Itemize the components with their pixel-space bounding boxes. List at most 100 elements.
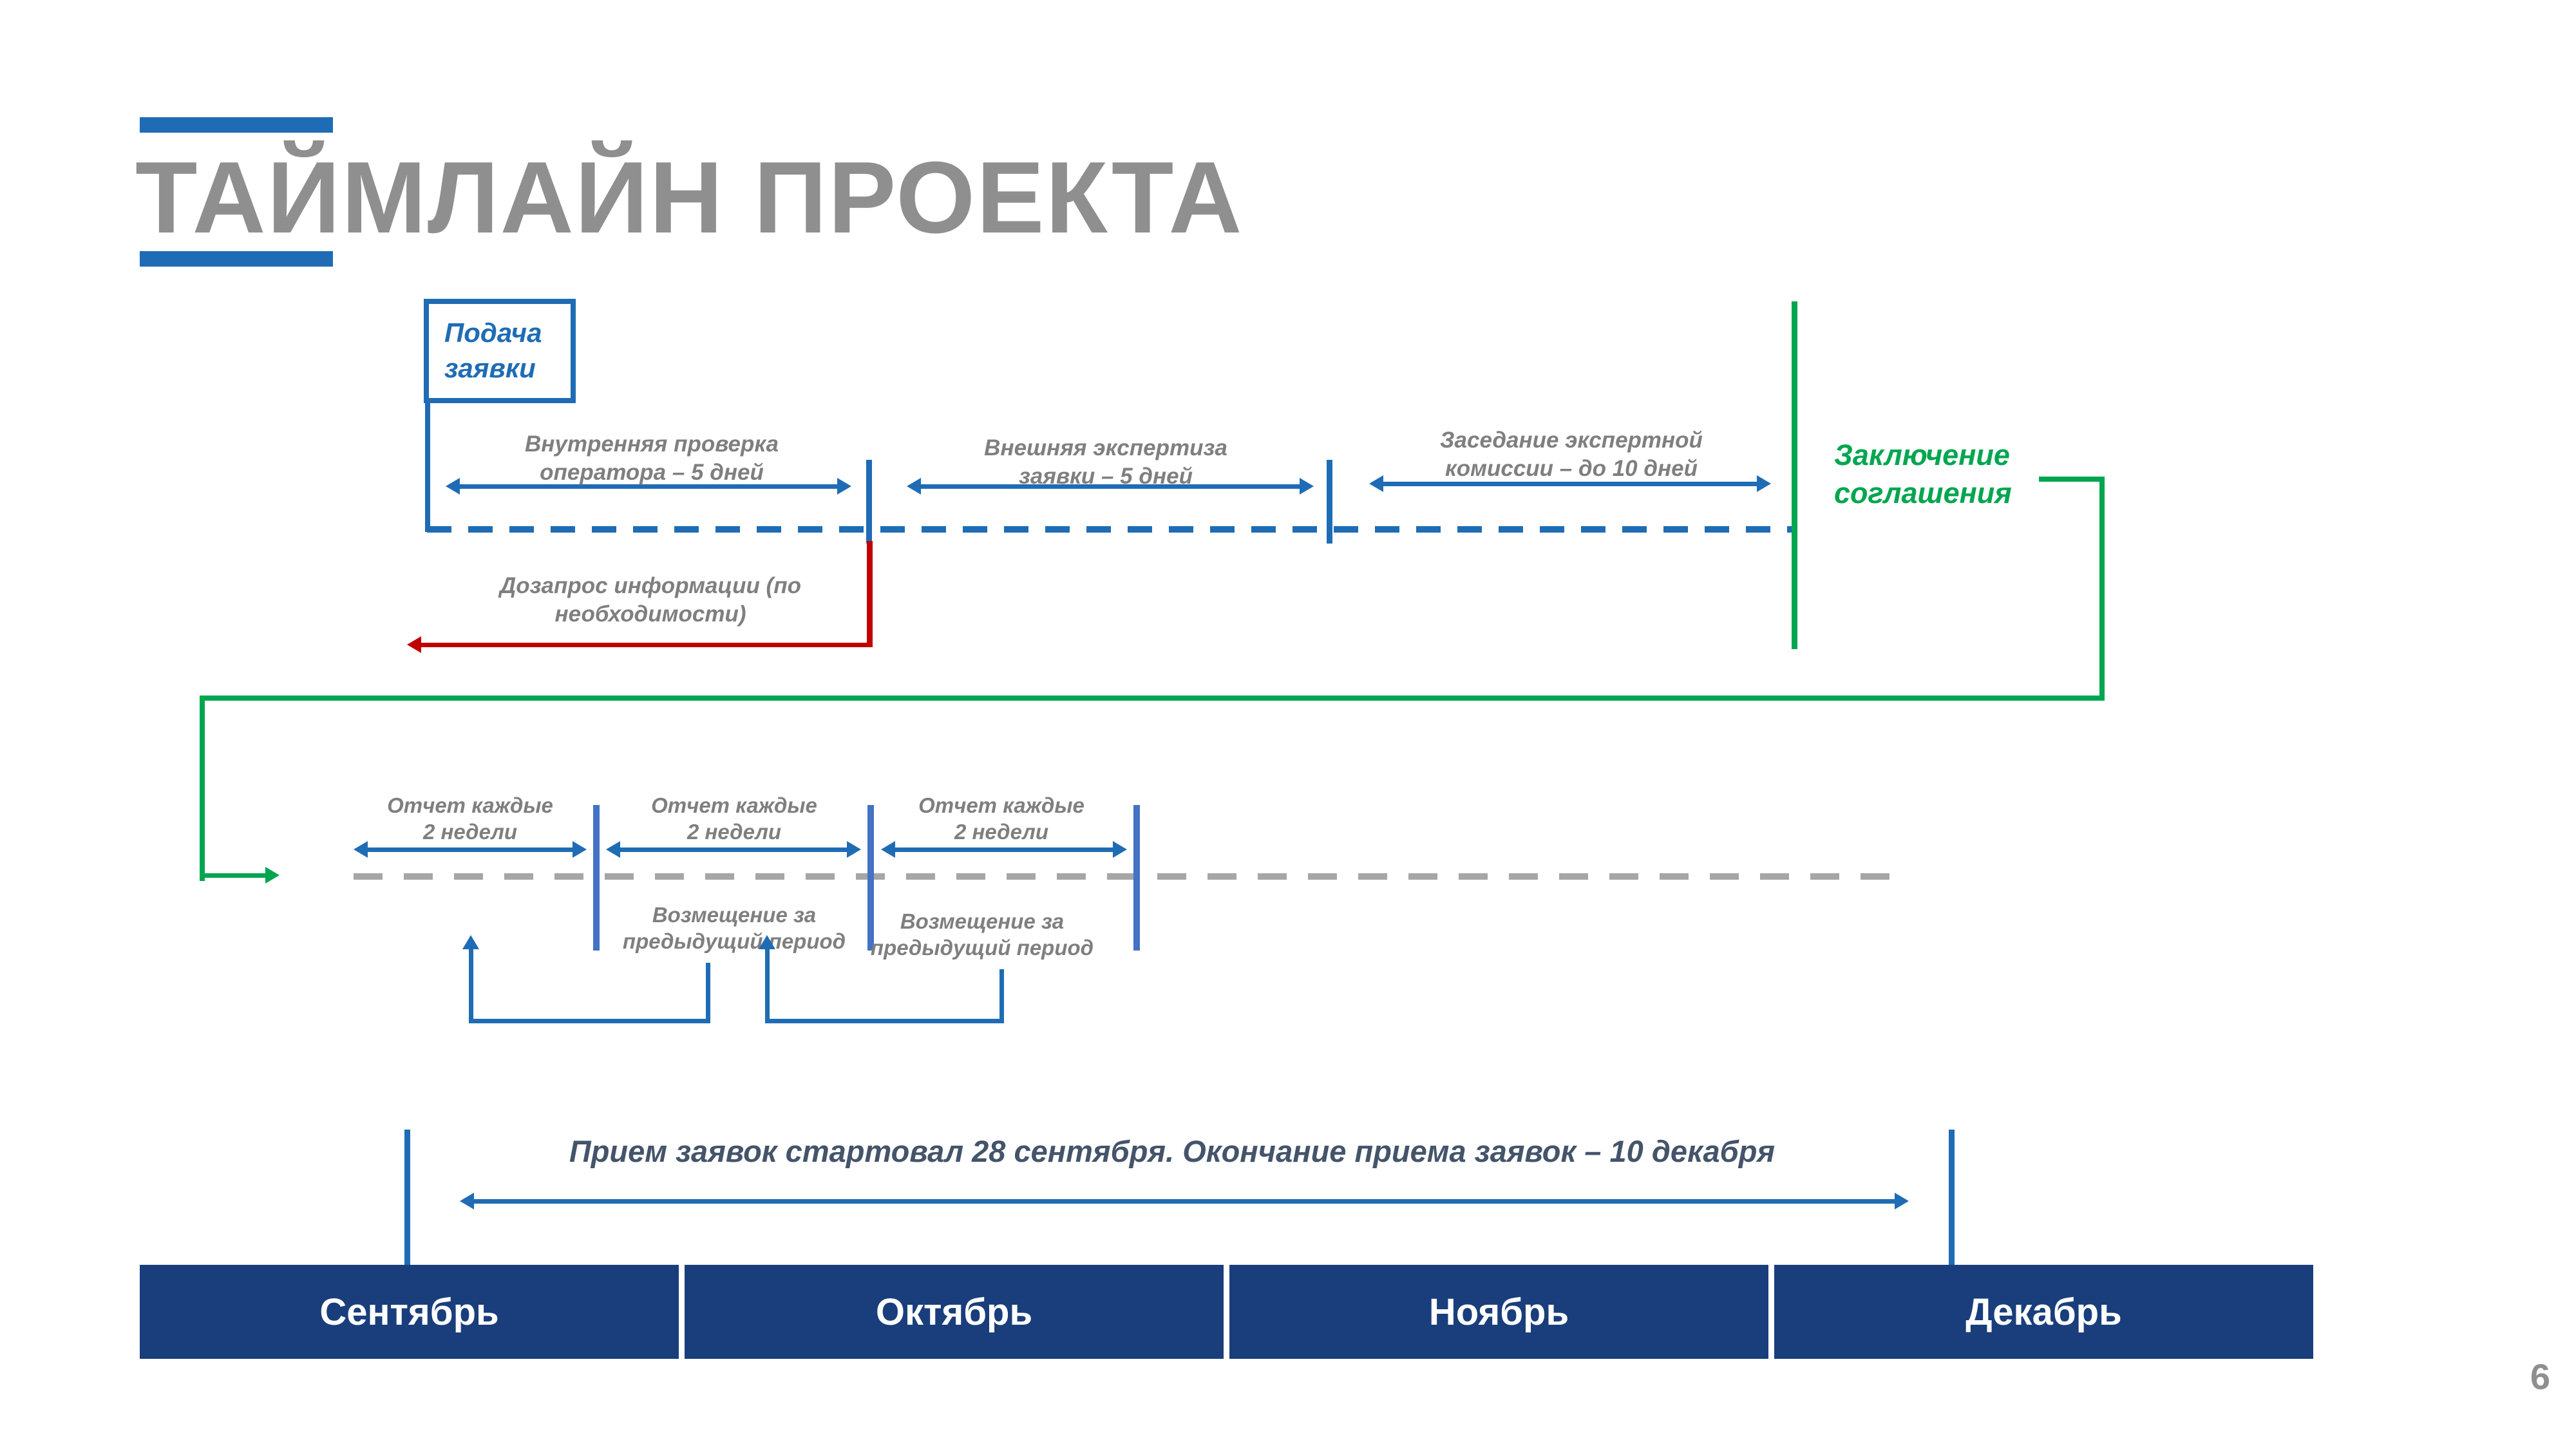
arrow-shaft bbox=[764, 949, 770, 1023]
label-line: Дозапрос информации (по bbox=[500, 573, 801, 598]
info-request-connector-line bbox=[867, 541, 873, 647]
arrow-shaft bbox=[421, 642, 873, 647]
reporting-timeline-dashed-line bbox=[354, 873, 1907, 880]
bracket1-right-line bbox=[706, 963, 710, 1023]
arrow-shaft bbox=[620, 847, 847, 852]
reimbursement-back-arrow-1 bbox=[462, 935, 480, 1023]
report-label-2: Отчет каждые 2 недели bbox=[602, 792, 866, 846]
reimbursement-label-2: Возмещение за предыдущий период bbox=[828, 908, 1137, 961]
application-box-line2: заявки bbox=[444, 353, 536, 383]
external-review-duration-arrow bbox=[907, 478, 1314, 495]
reimbursement-label-1: Возмещение за предыдущий период bbox=[580, 902, 889, 955]
arrowhead-right-icon bbox=[1895, 1193, 1909, 1209]
arrow-shaft bbox=[895, 847, 1113, 852]
label-line: Заключение bbox=[1834, 439, 2010, 471]
label-line: оператора – 5 дней bbox=[540, 459, 764, 485]
arrowhead-right-icon bbox=[837, 478, 851, 495]
report-interval-arrow-1 bbox=[354, 841, 587, 858]
page-number: 6 bbox=[2530, 1356, 2550, 1397]
agreement-route-entry-arrow bbox=[201, 867, 279, 884]
external-review-label: Внешняя экспертиза заявки – 5 дней bbox=[909, 434, 1302, 491]
info-request-return-arrow bbox=[407, 636, 873, 653]
label-line: Внешняя экспертиза bbox=[984, 435, 1227, 460]
arrowhead-left-icon bbox=[606, 841, 620, 858]
month-november: Ноябрь bbox=[1229, 1265, 1768, 1359]
month-december: Декабрь bbox=[1774, 1265, 2313, 1359]
application-submission-box: Подача заявки bbox=[424, 299, 576, 403]
commission-label: Заседание экспертной комиссии – до 10 дн… bbox=[1365, 426, 1777, 483]
arrowhead-left-icon bbox=[446, 478, 460, 495]
report-interval-arrow-3 bbox=[881, 841, 1127, 858]
label-line: необходимости) bbox=[554, 601, 746, 627]
arrowhead-right-icon bbox=[1757, 475, 1771, 492]
month-bar: Сентябрь Октябрь Ноябрь Декабрь bbox=[140, 1265, 2313, 1359]
arrowhead-left-icon bbox=[1369, 475, 1383, 492]
arrow-shaft bbox=[921, 484, 1300, 489]
application-box-connector-line bbox=[425, 402, 430, 532]
internal-check-label: Внутренняя проверка оператора – 5 дней bbox=[455, 430, 848, 487]
arrow-shaft bbox=[460, 484, 837, 489]
report-label-1: Отчет каждые 2 недели bbox=[338, 792, 602, 846]
timeline-tick-2 bbox=[1327, 460, 1332, 544]
arrowhead-right-icon bbox=[573, 841, 587, 858]
label-line: предыдущий период bbox=[870, 936, 1094, 960]
bracket2-right-line bbox=[999, 969, 1004, 1023]
agreement-route-segment-1 bbox=[2039, 477, 2105, 482]
arrow-shaft bbox=[368, 847, 573, 852]
application-box-line1: Подача bbox=[444, 317, 542, 348]
agreement-label: Заключение соглашения bbox=[1834, 437, 2105, 512]
title-accent-bar-bottom bbox=[140, 251, 333, 267]
label-line: предыдущий период bbox=[622, 929, 846, 954]
page-title: ТАЙМЛАЙН ПРОЕКТА bbox=[135, 141, 1244, 254]
arrowhead-left-icon bbox=[407, 636, 421, 653]
label-line: Возмещение за bbox=[652, 903, 817, 927]
label-line: Внутренняя проверка bbox=[525, 431, 779, 457]
application-period-text: Прием заявок стартовал 28 сентября. Окон… bbox=[569, 1134, 1776, 1168]
label-line: 2 недели bbox=[954, 820, 1049, 844]
commission-duration-arrow bbox=[1369, 475, 1771, 492]
month-september: Сентябрь bbox=[140, 1265, 679, 1359]
timeline-tick-1 bbox=[866, 460, 872, 544]
label-line: соглашения bbox=[1834, 476, 2012, 509]
arrow-shaft bbox=[474, 1198, 1895, 1204]
month-october: Октябрь bbox=[685, 1265, 1224, 1359]
arrowhead-left-icon bbox=[907, 478, 921, 495]
arrowhead-right-icon bbox=[847, 841, 861, 858]
label-line: заявки – 5 дней bbox=[1019, 463, 1193, 489]
label-line: Отчет каждые bbox=[387, 793, 553, 817]
agreement-route-segment-3 bbox=[200, 696, 2105, 701]
report-label-3: Отчет каждые 2 недели bbox=[869, 792, 1133, 846]
bracket1-bottom-line bbox=[471, 1019, 710, 1023]
info-request-label: Дозапрос информации (по необходимости) bbox=[444, 572, 857, 629]
arrowhead-left-icon bbox=[881, 841, 895, 858]
arrowhead-right-icon bbox=[1300, 478, 1314, 495]
reporting-tick-2 bbox=[867, 805, 874, 951]
agreement-route-segment-4 bbox=[200, 696, 205, 881]
label-line: Возмещение за bbox=[900, 909, 1065, 933]
reporting-tick-3 bbox=[1133, 805, 1140, 951]
reimbursement-back-arrow-2 bbox=[758, 935, 776, 1023]
arrow-shaft bbox=[1383, 481, 1757, 486]
agreement-milestone-line bbox=[1792, 301, 1797, 649]
internal-check-duration-arrow bbox=[446, 478, 851, 495]
arrowhead-right-icon bbox=[1113, 841, 1127, 858]
agreement-route-segment-2 bbox=[2099, 477, 2105, 701]
label-line: 2 недели bbox=[687, 820, 782, 844]
label-line: 2 недели bbox=[422, 820, 518, 844]
title-accent-bar-top bbox=[140, 117, 333, 133]
application-period-arrow bbox=[460, 1193, 1909, 1209]
arrowhead-left-icon bbox=[460, 1193, 474, 1209]
label-line: комиссии – до 10 дней bbox=[1444, 455, 1698, 481]
arrowhead-right-icon bbox=[265, 867, 279, 884]
arrow-shaft bbox=[468, 949, 473, 1023]
label-line: Отчет каждые bbox=[918, 793, 1084, 817]
label-line: Отчет каждые bbox=[651, 793, 817, 817]
arrow-shaft bbox=[201, 873, 265, 878]
review-timeline-dashed-line bbox=[427, 526, 1792, 533]
reporting-tick-1 bbox=[593, 805, 600, 951]
arrowhead-left-icon bbox=[354, 841, 368, 858]
arrowhead-up-icon bbox=[462, 935, 479, 949]
label-line: Заседание экспертной bbox=[1440, 428, 1703, 453]
period-start-marker-line bbox=[404, 1130, 410, 1265]
